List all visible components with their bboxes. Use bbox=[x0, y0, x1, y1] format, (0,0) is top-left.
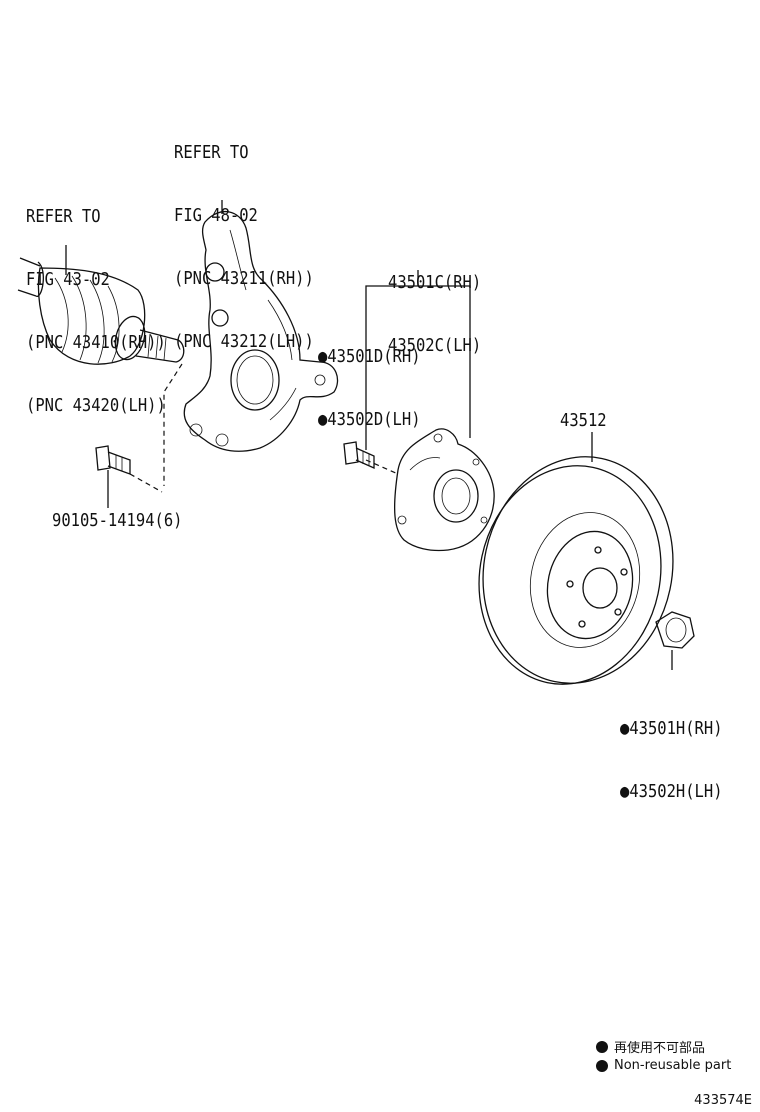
hub-nut-rh[interactable]: ●43501H(RH) bbox=[620, 718, 723, 739]
hub-nut-lh[interactable]: ●43502H(LH) bbox=[620, 781, 723, 802]
hub-nut-label[interactable]: ●43501H(RH) ●43502H(LH) bbox=[620, 676, 723, 823]
flange-bolt[interactable] bbox=[95, 445, 131, 508]
legend-en-text: Non-reusable part bbox=[614, 1058, 732, 1073]
hub-bolt-label[interactable]: ●43501D(RH) ●43502D(LH) bbox=[318, 304, 421, 451]
hub-assembly[interactable] bbox=[394, 428, 495, 552]
shaft-refer-line-3: (PNC 43410(RH)) bbox=[26, 332, 166, 353]
hub-bolt-lh[interactable]: ●43502D(LH) bbox=[318, 409, 421, 430]
hub-assembly-label[interactable]: 43501C(RH) 43502C(LH) bbox=[388, 230, 481, 377]
knuckle-refer-line-2: FIG 48-02 bbox=[174, 205, 258, 226]
knuckle-refer-line-1: REFER TO bbox=[174, 142, 249, 163]
flange-bolt-label[interactable]: 90105-14194(6) bbox=[52, 510, 183, 531]
shaft-refer-label: REFER TO FIG 43-02 (PNC 43410(RH)) (PNC … bbox=[26, 164, 166, 437]
brake-disc[interactable] bbox=[459, 432, 694, 701]
hub-bolt-rh[interactable]: ●43501D(RH) bbox=[318, 346, 421, 367]
knuckle-refer-line-4: (PNC 43212(LH)) bbox=[174, 331, 314, 352]
shaft-refer-line-2: FIG 43-02 bbox=[26, 269, 110, 290]
hub-bolt[interactable] bbox=[343, 441, 375, 470]
steering-knuckle[interactable] bbox=[183, 200, 339, 452]
knuckle-refer-label: REFER TO FIG 48-02 (PNC 43211(RH)) (PNC … bbox=[174, 100, 314, 373]
drive-shaft[interactable] bbox=[17, 245, 185, 365]
figure-code: 433574E bbox=[694, 1093, 752, 1108]
brake-disc-label[interactable]: 43512 bbox=[560, 410, 607, 431]
shaft-refer-line-4: (PNC 43420(LH)) bbox=[26, 395, 166, 416]
hub-leader bbox=[365, 270, 471, 450]
legend-jp: 再使用不可部品 bbox=[596, 1037, 705, 1056]
knuckle-refer-line-3: (PNC 43211(RH)) bbox=[174, 268, 314, 289]
hub-nut[interactable] bbox=[655, 611, 695, 670]
legend-en: Non-reusable part bbox=[596, 1058, 731, 1073]
bullet-icon bbox=[596, 1059, 608, 1072]
bullet-icon bbox=[596, 1040, 608, 1053]
hub-assembly-rh[interactable]: 43501C(RH) bbox=[388, 272, 482, 293]
shaft-refer-line-1: REFER TO bbox=[26, 206, 101, 227]
hub-assembly-lh[interactable]: 43502C(LH) bbox=[388, 335, 482, 356]
legend-jp-text: 再使用不可部品 bbox=[614, 1041, 706, 1056]
